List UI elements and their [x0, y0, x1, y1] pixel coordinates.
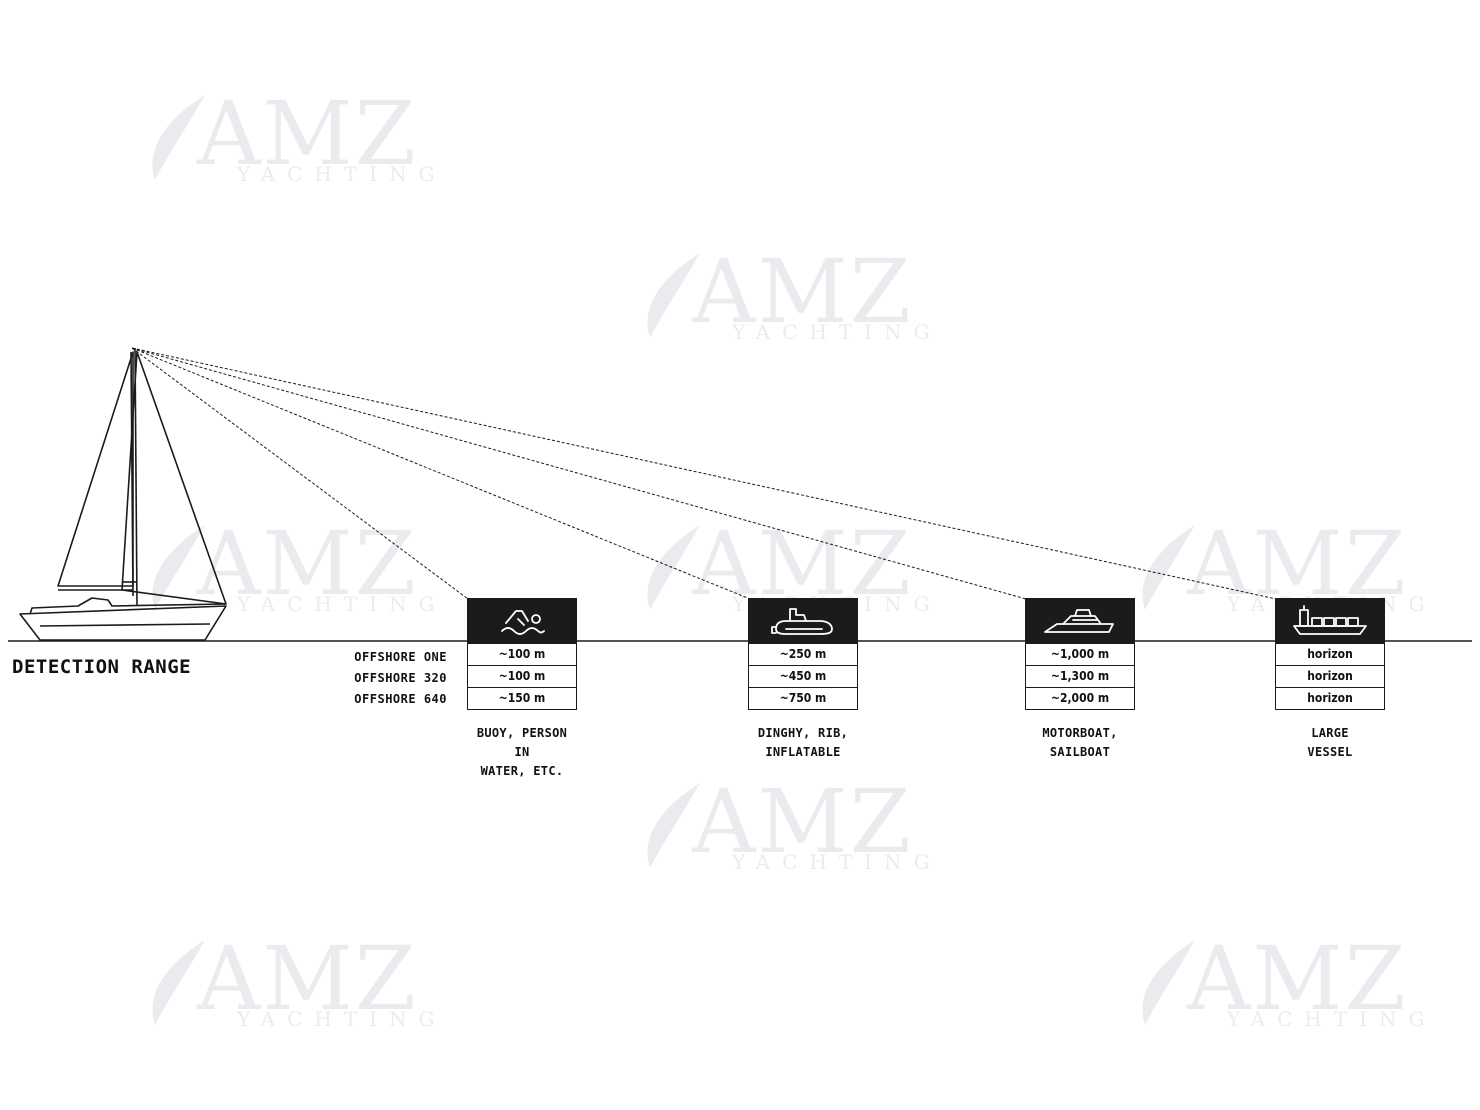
inflatable-boat-icon [771, 607, 833, 635]
target-card-buoy: ~100 m ~100 m ~150 m BUOY, PERSON IN WAT… [467, 598, 577, 781]
range-offshore-640: ~150 m [468, 687, 576, 709]
target-card-header [1025, 598, 1135, 643]
diagram-title: DETECTION RANGE [12, 656, 192, 678]
range-offshore-320: ~100 m [468, 665, 576, 687]
range-table: horizon horizon horizon [1275, 643, 1385, 710]
target-card-header [748, 598, 858, 643]
sight-line-dinghy [131, 347, 751, 600]
target-card-dinghy: ~250 m ~450 m ~750 m DINGHY, RIB, INFLAT… [748, 598, 858, 762]
sight-lines [131, 347, 1277, 600]
range-offshore-640: ~2,000 m [1026, 687, 1134, 709]
range-offshore-one: ~1,000 m [1026, 643, 1134, 665]
sight-line-motorboat [131, 347, 1027, 600]
sight-line-buoy [131, 347, 469, 600]
model-label-offshore-one: OFFSHORE ONE [354, 650, 447, 664]
cargo-ship-icon [1293, 604, 1367, 635]
range-table: ~100 m ~100 m ~150 m [467, 643, 577, 710]
sailboat-icon [19, 347, 227, 641]
model-label-offshore-320: OFFSHORE 320 [354, 671, 447, 685]
target-card-large-vessel: horizon horizon horizon LARGE VESSEL [1275, 598, 1385, 762]
range-offshore-one: ~100 m [468, 643, 576, 665]
motorboat-icon [1044, 608, 1114, 633]
range-offshore-640: horizon [1276, 687, 1384, 709]
target-card-motorboat: ~1,000 m ~1,300 m ~2,000 m MOTORBOAT, SA… [1025, 598, 1135, 762]
target-card-header [1275, 598, 1385, 643]
range-table: ~250 m ~450 m ~750 m [748, 643, 858, 710]
model-label-offshore-640: OFFSHORE 640 [354, 692, 447, 706]
target-caption: BUOY, PERSON IN WATER, ETC. [476, 726, 568, 778]
range-offshore-one: horizon [1276, 643, 1384, 665]
range-table: ~1,000 m ~1,300 m ~2,000 m [1025, 643, 1135, 710]
target-caption: LARGE VESSEL [1307, 726, 1353, 759]
range-offshore-320: ~450 m [749, 665, 857, 687]
target-card-header [467, 598, 577, 643]
range-offshore-320: horizon [1276, 665, 1384, 687]
target-caption: MOTORBOAT, SAILBOAT [1042, 726, 1118, 759]
range-offshore-640: ~750 m [749, 687, 857, 709]
swimmer-icon [501, 609, 545, 635]
target-caption: DINGHY, RIB, INFLATABLE [757, 726, 849, 759]
range-offshore-one: ~250 m [749, 643, 857, 665]
sight-line-large-vessel [131, 347, 1277, 600]
range-offshore-320: ~1,300 m [1026, 665, 1134, 687]
